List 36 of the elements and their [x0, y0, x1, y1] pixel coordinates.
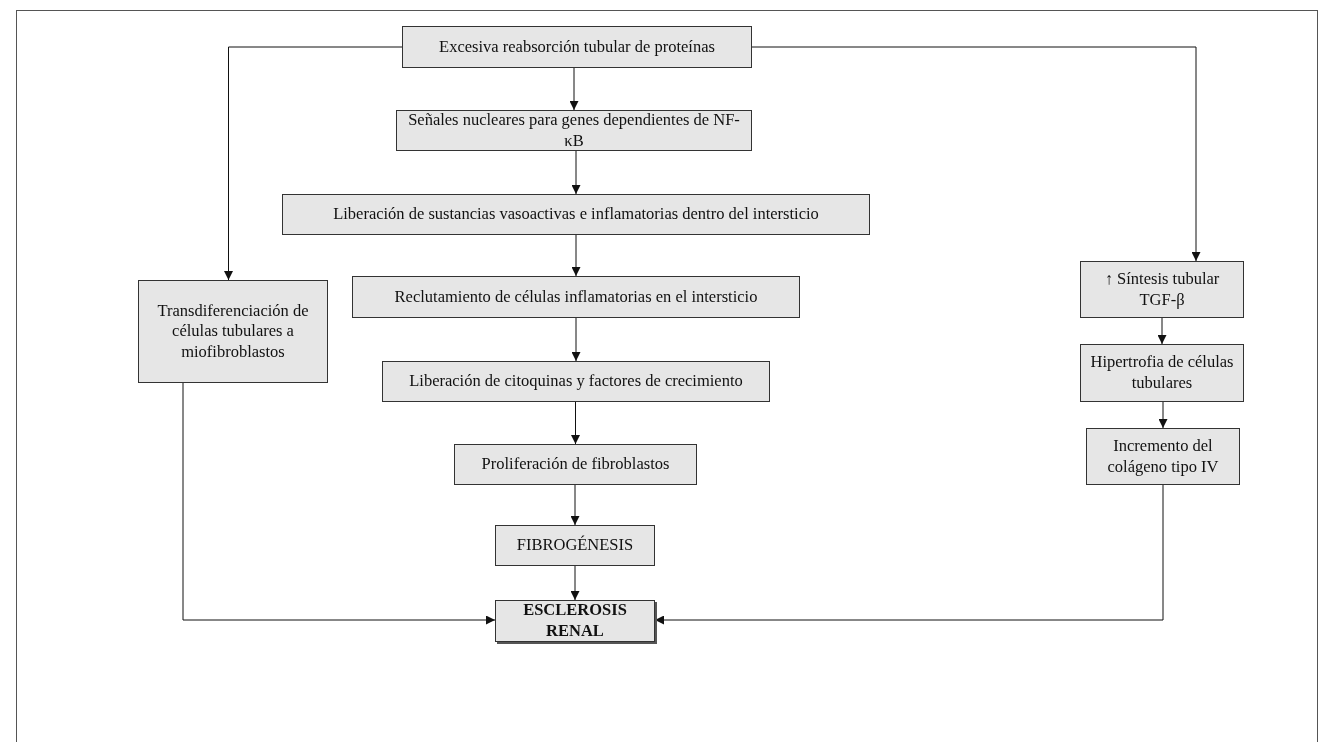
process-box	[1080, 261, 1244, 318]
arrow	[571, 317, 581, 362]
arrow	[182, 382, 496, 625]
box-text: Transdiferenciación de células tubulares a miofibroblastos	[156, 300, 310, 363]
process-box	[352, 276, 800, 318]
box-text: Hipertrofia de células tubulares	[1089, 352, 1235, 394]
process-box	[282, 194, 870, 235]
arrow	[571, 234, 581, 277]
process-box	[495, 600, 655, 642]
arrow	[751, 46, 1201, 262]
process-box	[495, 525, 655, 566]
arrow	[654, 484, 1164, 625]
box-text: Incremento del colágeno tipo IV	[1106, 435, 1220, 478]
process-box	[402, 26, 752, 68]
process-box	[382, 361, 770, 402]
box-text: ESCLEROSIS RENAL	[522, 600, 628, 642]
arrow	[571, 150, 581, 195]
box-text: Señales nucleares para genes dependientes de NF-κB	[407, 109, 741, 152]
box-text: Liberación de sustancias vasoactivas e inflamatorias dentro del intersticio	[333, 204, 819, 225]
arrow	[570, 565, 580, 601]
process-box	[1086, 428, 1240, 485]
arrow	[224, 46, 403, 281]
process-box	[138, 280, 328, 383]
box-text: Proliferación de fibroblastos	[481, 454, 670, 475]
arrow	[1157, 317, 1167, 345]
box-text: FIBROGÉNESIS	[516, 535, 634, 556]
arrow	[571, 401, 580, 445]
process-box	[1080, 344, 1244, 402]
box-text: Reclutamiento de células inflamatorias en el intersticio	[394, 286, 758, 308]
arrow	[570, 484, 580, 526]
process-box	[454, 444, 697, 485]
box-text: Liberación de citoquinas y factores de crecimiento	[409, 371, 743, 392]
arrow	[1158, 401, 1168, 429]
box-text: Excesiva reabsorción tubular de proteínas	[439, 36, 715, 58]
arrow	[569, 67, 579, 111]
box-text: ↑ Síntesis tubular TGF-β	[1103, 268, 1221, 311]
